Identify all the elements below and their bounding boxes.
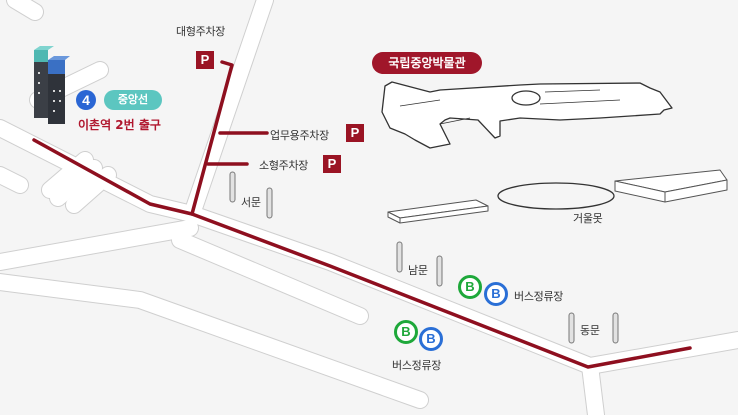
bus-green-icon: B: [458, 275, 482, 299]
walking-route: [32, 60, 692, 369]
parking-icon: P: [346, 124, 364, 142]
pond-outline: [497, 182, 615, 210]
parking-icon: P: [196, 51, 214, 69]
bus-blue-icon: B: [484, 282, 508, 306]
small-parking-label: 소형주차장: [259, 159, 309, 172]
west-gate-label: 서문: [241, 196, 261, 209]
bus-green-icon: B: [394, 320, 418, 344]
bus-stop-label: 버스정류장: [514, 290, 564, 303]
business-parking-label: 업무용주차장: [270, 129, 329, 142]
line-4-badge: 4: [76, 90, 96, 110]
museum-name-badge: 국립중앙박물관: [372, 52, 482, 74]
subway-entrance-icon: [34, 46, 70, 124]
pond-label: 거울못: [573, 212, 603, 225]
east-gate-label: 동문: [580, 324, 600, 337]
jungang-line-badge: 중앙선: [104, 90, 162, 110]
parking-icon: P: [323, 155, 341, 173]
bus-stop-label: 버스정류장: [392, 359, 442, 372]
bus-blue-icon: B: [419, 327, 443, 351]
museum-building-icon: [381, 81, 673, 149]
subway-exit-label: 이촌역 2번 출구: [78, 118, 161, 132]
south-gate-label: 남문: [408, 264, 428, 277]
large-parking-label: 대형주차장: [176, 25, 226, 38]
